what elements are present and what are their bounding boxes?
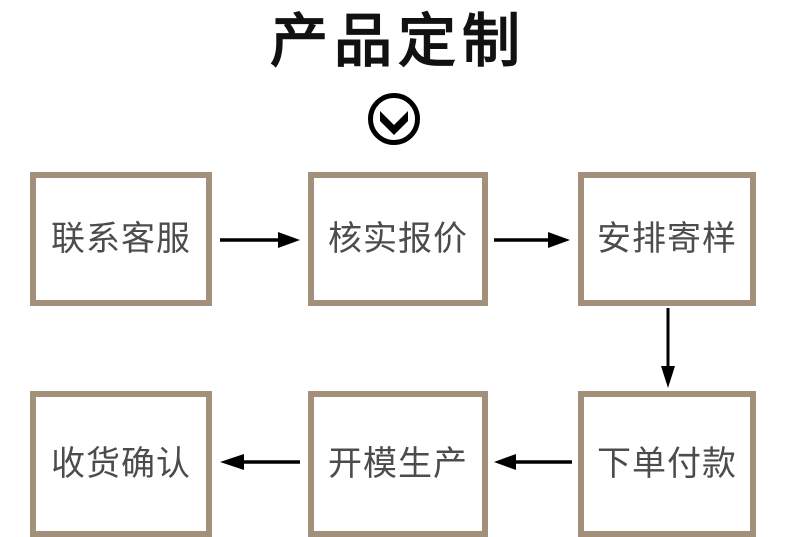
flow-step-confirm-receipt[interactable]: 收货确认 xyxy=(30,391,212,537)
flow-step-mold-production[interactable]: 开模生产 xyxy=(308,391,488,537)
page-title: 产品定制 xyxy=(269,7,526,75)
chevron-down-circle-icon xyxy=(367,92,421,146)
flow-step-verify-quote[interactable]: 核实报价 xyxy=(308,172,488,306)
flow-step-label: 收货确认 xyxy=(51,444,191,484)
arrow-left-icon-production-to-receipt xyxy=(220,450,300,474)
flow-step-arrange-sample[interactable]: 安排寄样 xyxy=(578,172,756,306)
arrow-right-icon-contact-to-quote xyxy=(220,228,302,252)
flow-step-label: 开模生产 xyxy=(328,444,468,484)
flow-step-place-order-pay[interactable]: 下单付款 xyxy=(578,391,756,537)
flow-step-label: 下单付款 xyxy=(597,444,737,484)
arrow-down-icon-sample-to-order xyxy=(656,308,680,390)
flow-step-label: 核实报价 xyxy=(328,219,468,259)
flow-step-label: 联系客服 xyxy=(51,219,191,259)
arrow-left-icon-order-to-production xyxy=(494,450,572,474)
flow-step-label: 安排寄样 xyxy=(597,219,737,259)
arrow-right-icon-quote-to-sample xyxy=(494,228,572,252)
flow-step-contact-service[interactable]: 联系客服 xyxy=(30,172,212,306)
